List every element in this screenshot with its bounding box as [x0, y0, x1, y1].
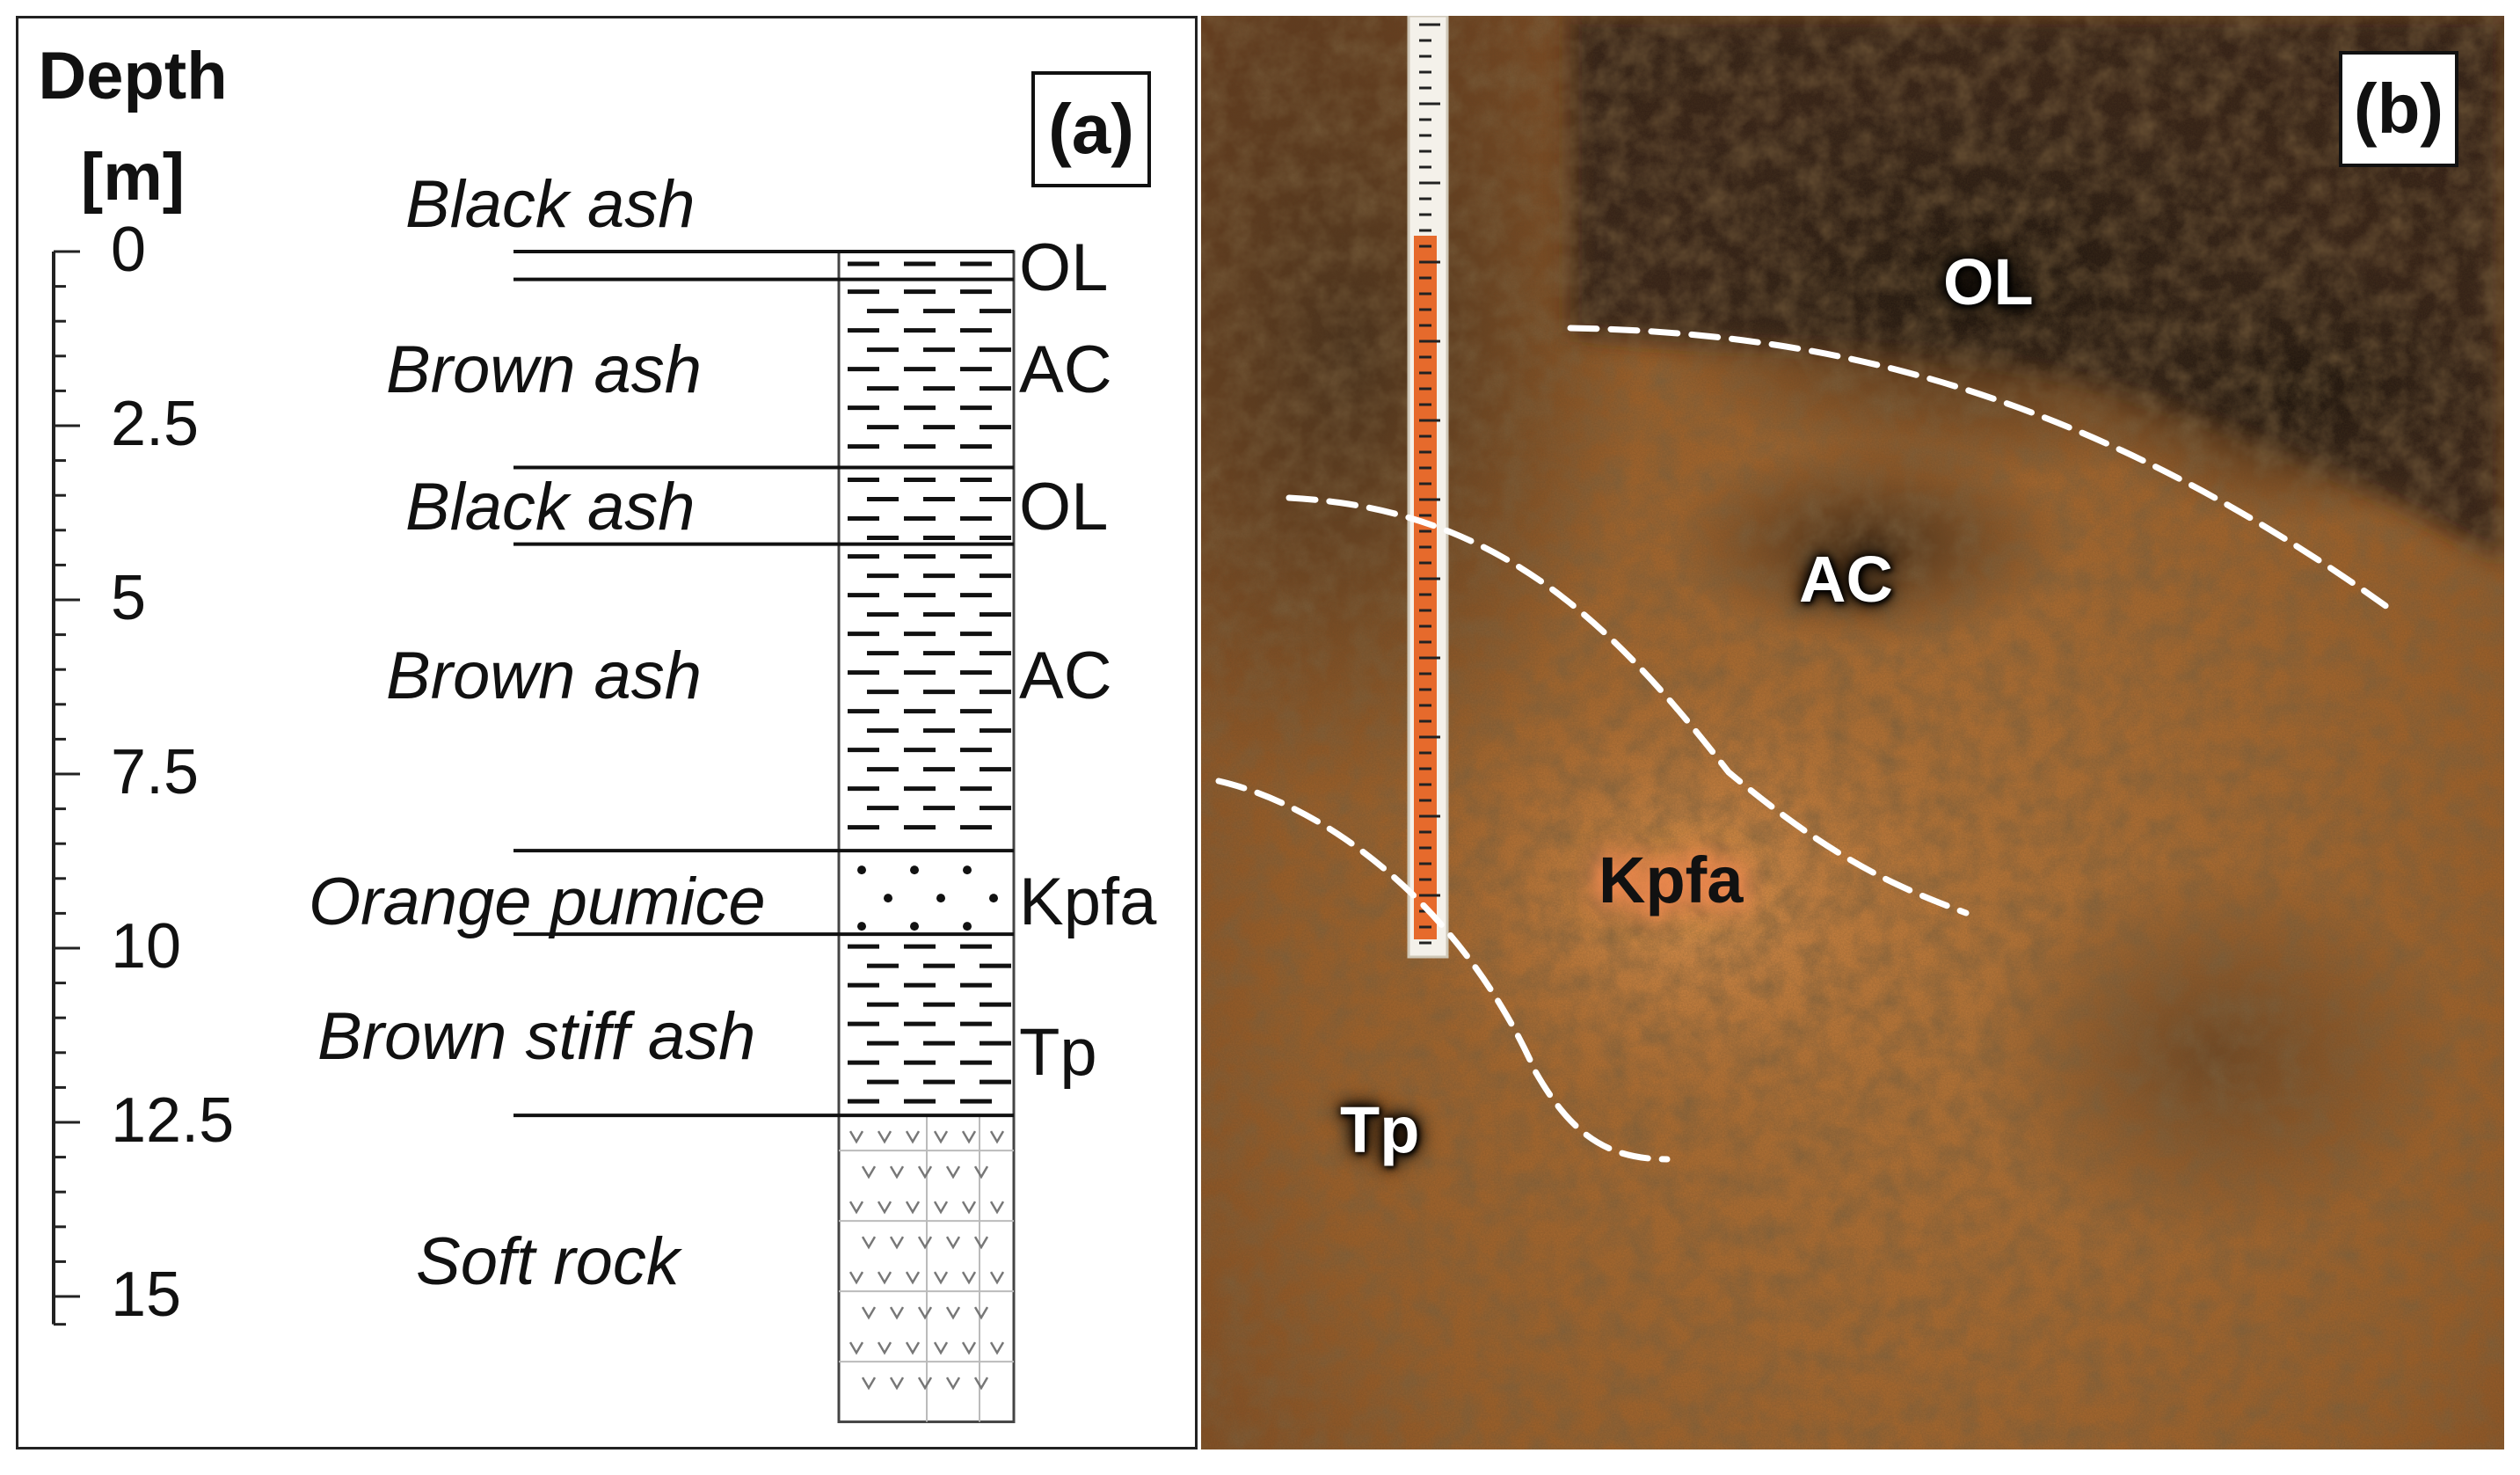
layer-code-ac-1: AC [1019, 332, 1112, 407]
rock-v-mark [861, 1236, 877, 1250]
pumice-dot [857, 865, 866, 875]
rock-v-mark [973, 1165, 989, 1179]
pumice-dot [963, 865, 972, 875]
rock-v-mark [973, 1236, 989, 1250]
layer-name-brown-ash-2: Brown ash [386, 639, 703, 713]
rock-v-mark [945, 1165, 961, 1179]
layer-block [837, 849, 1016, 936]
rock-v-mark [933, 1271, 949, 1285]
panel-b-tag: (b) [2339, 51, 2458, 167]
layer-name-black-ash-2: Black ash [405, 470, 696, 544]
rock-v-mark [973, 1376, 989, 1391]
layer-code-ol-2: OL [1019, 470, 1109, 544]
rock-v-mark [961, 1201, 977, 1215]
pumice-dot [963, 922, 972, 931]
layer-code-ac-2: AC [1019, 639, 1112, 713]
rock-v-mark [861, 1376, 877, 1391]
rock-v-mark [861, 1306, 877, 1320]
rock-v-mark [973, 1306, 989, 1320]
rock-v-mark [889, 1376, 905, 1391]
layer-name-brown-ash-1: Brown ash [386, 332, 703, 407]
layer-code-ol-1: OL [1019, 230, 1109, 305]
rock-v-mark [877, 1341, 892, 1355]
panel-a-tag: (a) [1031, 71, 1151, 187]
rock-v-mark [861, 1165, 877, 1179]
rock-v-mark [933, 1341, 949, 1355]
rock-v-mark [905, 1341, 921, 1355]
rock-v-mark [877, 1201, 892, 1215]
layer-code-kpfa: Kpfa [1019, 865, 1157, 939]
boundary-kpfa-tp [1215, 778, 1671, 1163]
depth-tick-label: 5 [111, 563, 147, 633]
rock-v-mark [848, 1341, 864, 1355]
pumice-dot [989, 894, 998, 903]
rock-v-mark [961, 1271, 977, 1285]
layer-block [837, 278, 1016, 470]
layer-name-black-ash-1: Black ash [405, 167, 696, 242]
rock-v-mark [848, 1271, 864, 1285]
photo-label-ac: AC [1799, 543, 1893, 616]
layer-name-soft-rock: Soft rock [416, 1224, 680, 1299]
rock-v-mark [905, 1271, 921, 1285]
pumice-dot [910, 865, 919, 875]
rock-v-mark [961, 1130, 977, 1144]
rock-v-mark [905, 1130, 921, 1144]
field-photo-panel: (b) OL AC Kpfa Tp [1201, 16, 2504, 1449]
boundary-ac-kpfa [1285, 494, 1970, 916]
depth-tick-label: 2.5 [111, 389, 200, 459]
rock-v-mark [905, 1201, 921, 1215]
rock-v-mark [877, 1130, 892, 1144]
rock-v-mark [848, 1201, 864, 1215]
photo-label-kpfa: Kpfa [1599, 843, 1744, 916]
stratigraphic-column-panel: Depth [m] (a) 0 2.5 5 7.5 10 12.5 15 Bla… [16, 16, 1198, 1449]
rock-v-mark [917, 1236, 933, 1250]
rock-v-mark [889, 1236, 905, 1250]
boundary-ol-ac [1567, 325, 2400, 617]
rock-v-mark [917, 1306, 933, 1320]
pumice-dot [910, 922, 919, 931]
depth-tick-label: 0 [111, 215, 147, 285]
depth-axis-title: Depth [38, 39, 228, 113]
depth-tick-label: 12.5 [111, 1085, 235, 1156]
rock-v-mark [989, 1130, 1005, 1144]
rock-v-mark [889, 1306, 905, 1320]
depth-tick-label: 15 [111, 1260, 182, 1330]
rock-v-mark [933, 1201, 949, 1215]
depth-tick-label: 7.5 [111, 737, 200, 807]
layer-block [837, 543, 1016, 852]
rock-v-mark [889, 1165, 905, 1179]
stratigraphic-column-graphic [52, 250, 1016, 1424]
rock-v-mark [945, 1306, 961, 1320]
layer-name-brown-stiff-ash: Brown stiff ash [317, 999, 756, 1074]
pumice-dot [857, 922, 866, 931]
depth-axis-unit: [m] [80, 140, 186, 215]
layer-name-orange-pumice: Orange pumice [309, 865, 766, 939]
depth-tick-label: 10 [111, 911, 182, 982]
rock-v-mark [989, 1341, 1005, 1355]
layer-code-tp: Tp [1019, 1015, 1097, 1090]
rock-v-mark [989, 1271, 1005, 1285]
rock-v-mark [917, 1165, 933, 1179]
soil-profile-photo [1201, 16, 2504, 1449]
rock-v-mark [945, 1376, 961, 1391]
rock-v-mark [877, 1271, 892, 1285]
rock-v-mark [933, 1130, 949, 1144]
photo-label-tp: Tp [1340, 1093, 1420, 1166]
rock-v-mark [989, 1201, 1005, 1215]
pumice-dot [884, 894, 892, 903]
rock-v-mark [961, 1341, 977, 1355]
rock-v-mark [917, 1376, 933, 1391]
rock-v-mark [848, 1130, 864, 1144]
photo-label-ol: OL [1943, 245, 2034, 318]
rock-v-mark [945, 1236, 961, 1250]
pumice-dot [936, 894, 945, 903]
